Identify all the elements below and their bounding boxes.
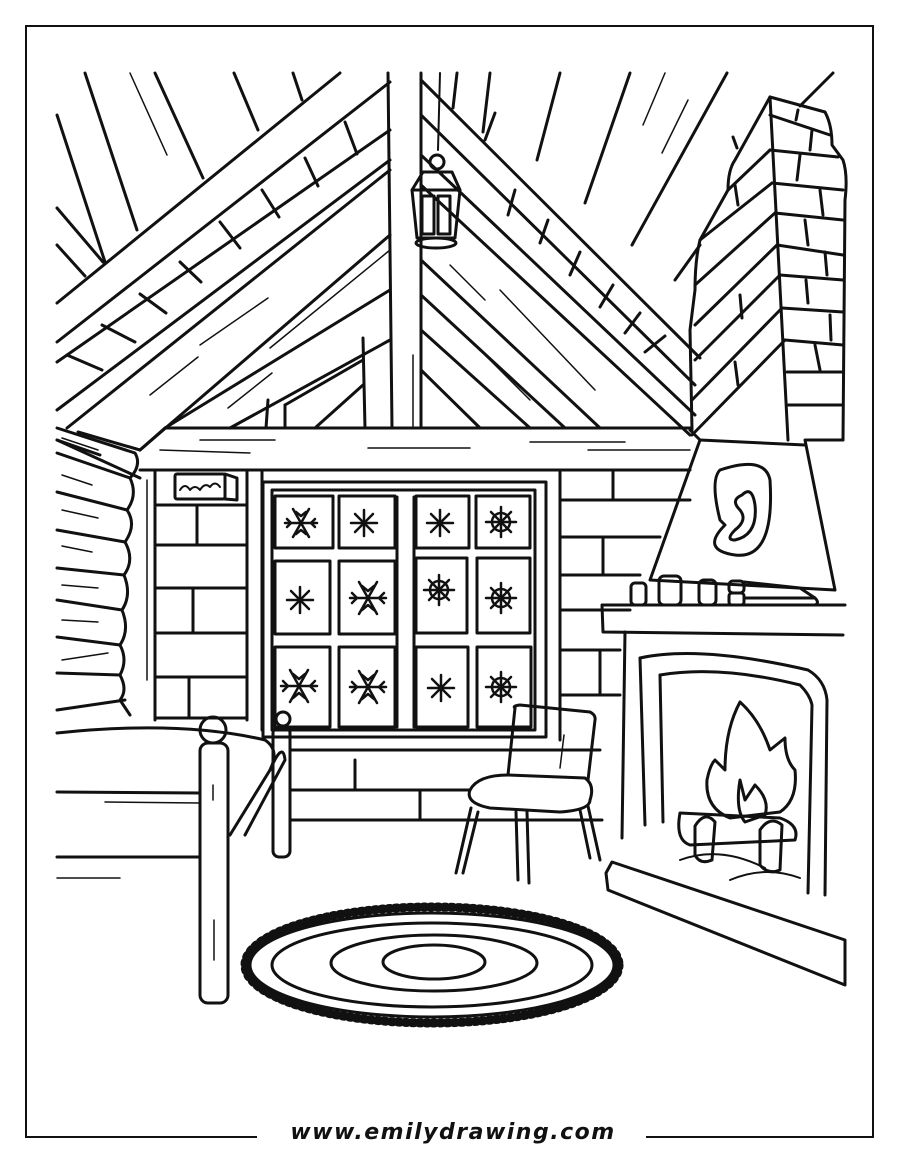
log-wall	[57, 428, 147, 715]
right-rafter	[421, 73, 833, 435]
hanging-lantern	[412, 73, 460, 248]
page-footer: www.emilydrawing.com	[0, 1118, 900, 1158]
stone-chimney	[650, 97, 846, 590]
chair	[456, 705, 600, 883]
bed	[57, 712, 290, 1003]
left-rafter	[57, 73, 390, 478]
page-border	[25, 25, 874, 1138]
mantel-items	[631, 576, 818, 605]
website-link[interactable]: www.emilydrawing.com	[290, 1120, 616, 1145]
roof-rays-left	[57, 73, 302, 276]
center-post	[388, 73, 421, 428]
wall-sign	[175, 474, 237, 500]
snowflake-window	[263, 482, 546, 737]
footer-rule-left	[25, 1136, 257, 1138]
fireplace	[602, 605, 845, 985]
footer-rule-right	[646, 1136, 874, 1138]
round-rug	[245, 907, 619, 1023]
